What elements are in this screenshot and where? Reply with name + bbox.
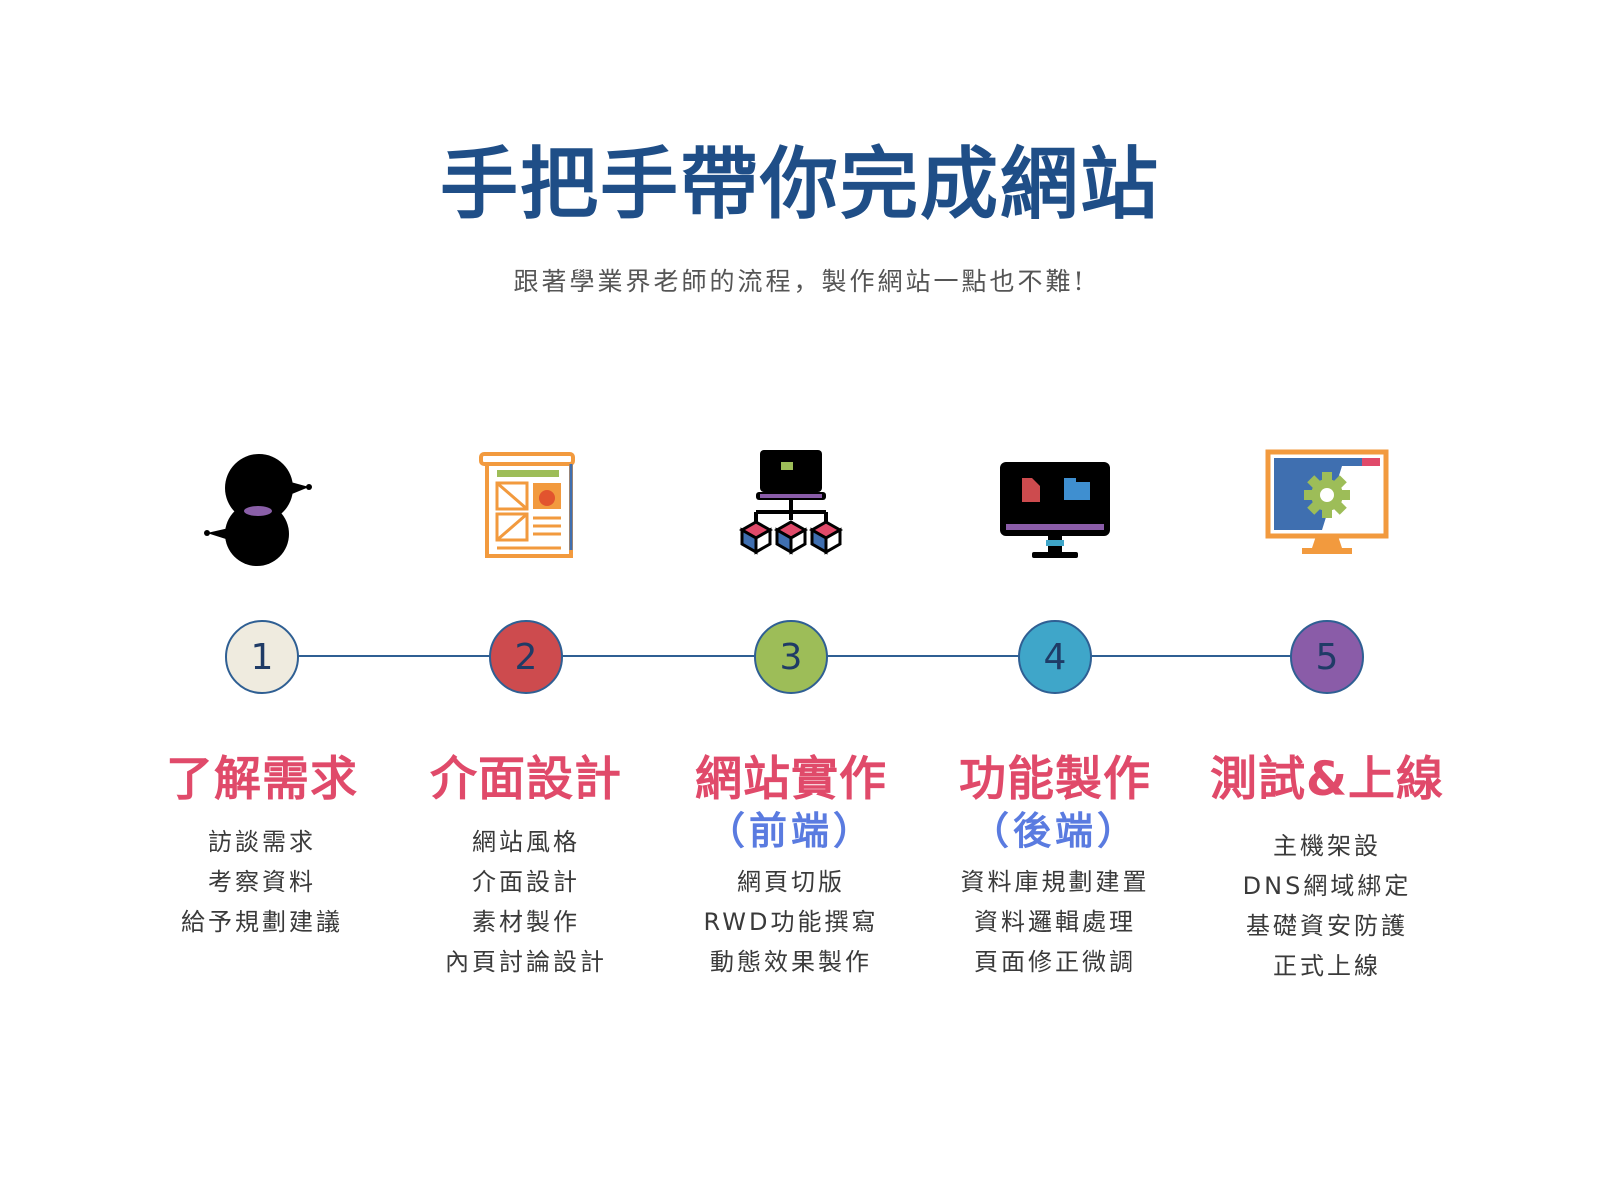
step-subtitle: （前端） — [706, 809, 875, 853]
step-title: 介面設計 — [430, 752, 622, 807]
step-item: 資料庫規劃建置 — [960, 868, 1150, 896]
step-item: 網站風格 — [472, 828, 580, 856]
step-title: 網站實作 — [695, 752, 887, 807]
step-item: 考察資料 — [208, 868, 316, 896]
step-item-list: 網頁切版 RWD功能撰寫 動態效果製作 — [661, 862, 921, 982]
step-item-list: 資料庫規劃建置 資料邏輯處理 頁面修正微調 — [925, 862, 1185, 982]
step-item: DNS網域綁定 — [1242, 872, 1412, 900]
step-item: 資料邏輯處理 — [974, 908, 1136, 936]
step-item: 內頁討論設計 — [445, 948, 607, 976]
newspaper-layout-icon — [461, 448, 591, 573]
step-number-badge: 2 — [489, 620, 563, 694]
step-subtitle: （後端） — [970, 809, 1139, 853]
step-title: 了解需求 — [166, 752, 358, 807]
step-title: 測試&上線 — [1210, 752, 1444, 807]
step-item-list: 網站風格 介面設計 素材製作 內頁討論設計 — [396, 822, 656, 982]
step-5: 5 測試&上線 主機架設 DNS網域綁定 基礎資安防護 正式上線 — [1197, 0, 1457, 1200]
monitor-gear-icon — [1262, 448, 1392, 573]
step-item: 素材製作 — [472, 908, 580, 936]
step-number-badge: 5 — [1290, 620, 1364, 694]
step-2: 2 介面設計 網站風格 介面設計 素材製作 內頁討論設計 — [396, 0, 656, 1200]
step-number-badge: 4 — [1018, 620, 1092, 694]
step-number-badge: 3 — [754, 620, 828, 694]
step-3: 3 網站實作 （前端） 網頁切版 RWD功能撰寫 動態效果製作 — [661, 0, 921, 1200]
step-item: 介面設計 — [472, 868, 580, 896]
step-item-list: 主機架設 DNS網域綁定 基礎資安防護 正式上線 — [1197, 826, 1457, 986]
step-title: 功能製作 — [959, 752, 1151, 807]
step-item: 主機架設 — [1273, 832, 1381, 860]
step-item: 頁面修正微調 — [974, 948, 1136, 976]
step-item: RWD功能撰寫 — [703, 908, 879, 936]
chat-bubbles-icon — [197, 448, 327, 573]
step-item: 基礎資安防護 — [1246, 912, 1408, 940]
page-subtitle: 跟著學業界老師的流程，製作網站一點也不難! — [513, 267, 1087, 296]
step-item: 網頁切版 — [737, 868, 845, 896]
step-number-badge: 1 — [225, 620, 299, 694]
step-1: 1 了解需求 訪談需求 考察資料 給予規劃建議 — [132, 0, 392, 1200]
step-item: 給予規劃建議 — [181, 908, 343, 936]
page-title: 手把手帶你完成網站 — [439, 139, 1160, 230]
step-item: 動態效果製作 — [710, 948, 872, 976]
step-item: 正式上線 — [1273, 952, 1381, 980]
monitor-files-icon — [990, 448, 1120, 573]
step-item-list: 訪談需求 考察資料 給予規劃建議 — [132, 822, 392, 942]
network-cubes-icon — [726, 448, 856, 573]
step-4: 4 功能製作 （後端） 資料庫規劃建置 資料邏輯處理 頁面修正微調 — [925, 0, 1185, 1200]
step-item: 訪談需求 — [208, 828, 316, 856]
